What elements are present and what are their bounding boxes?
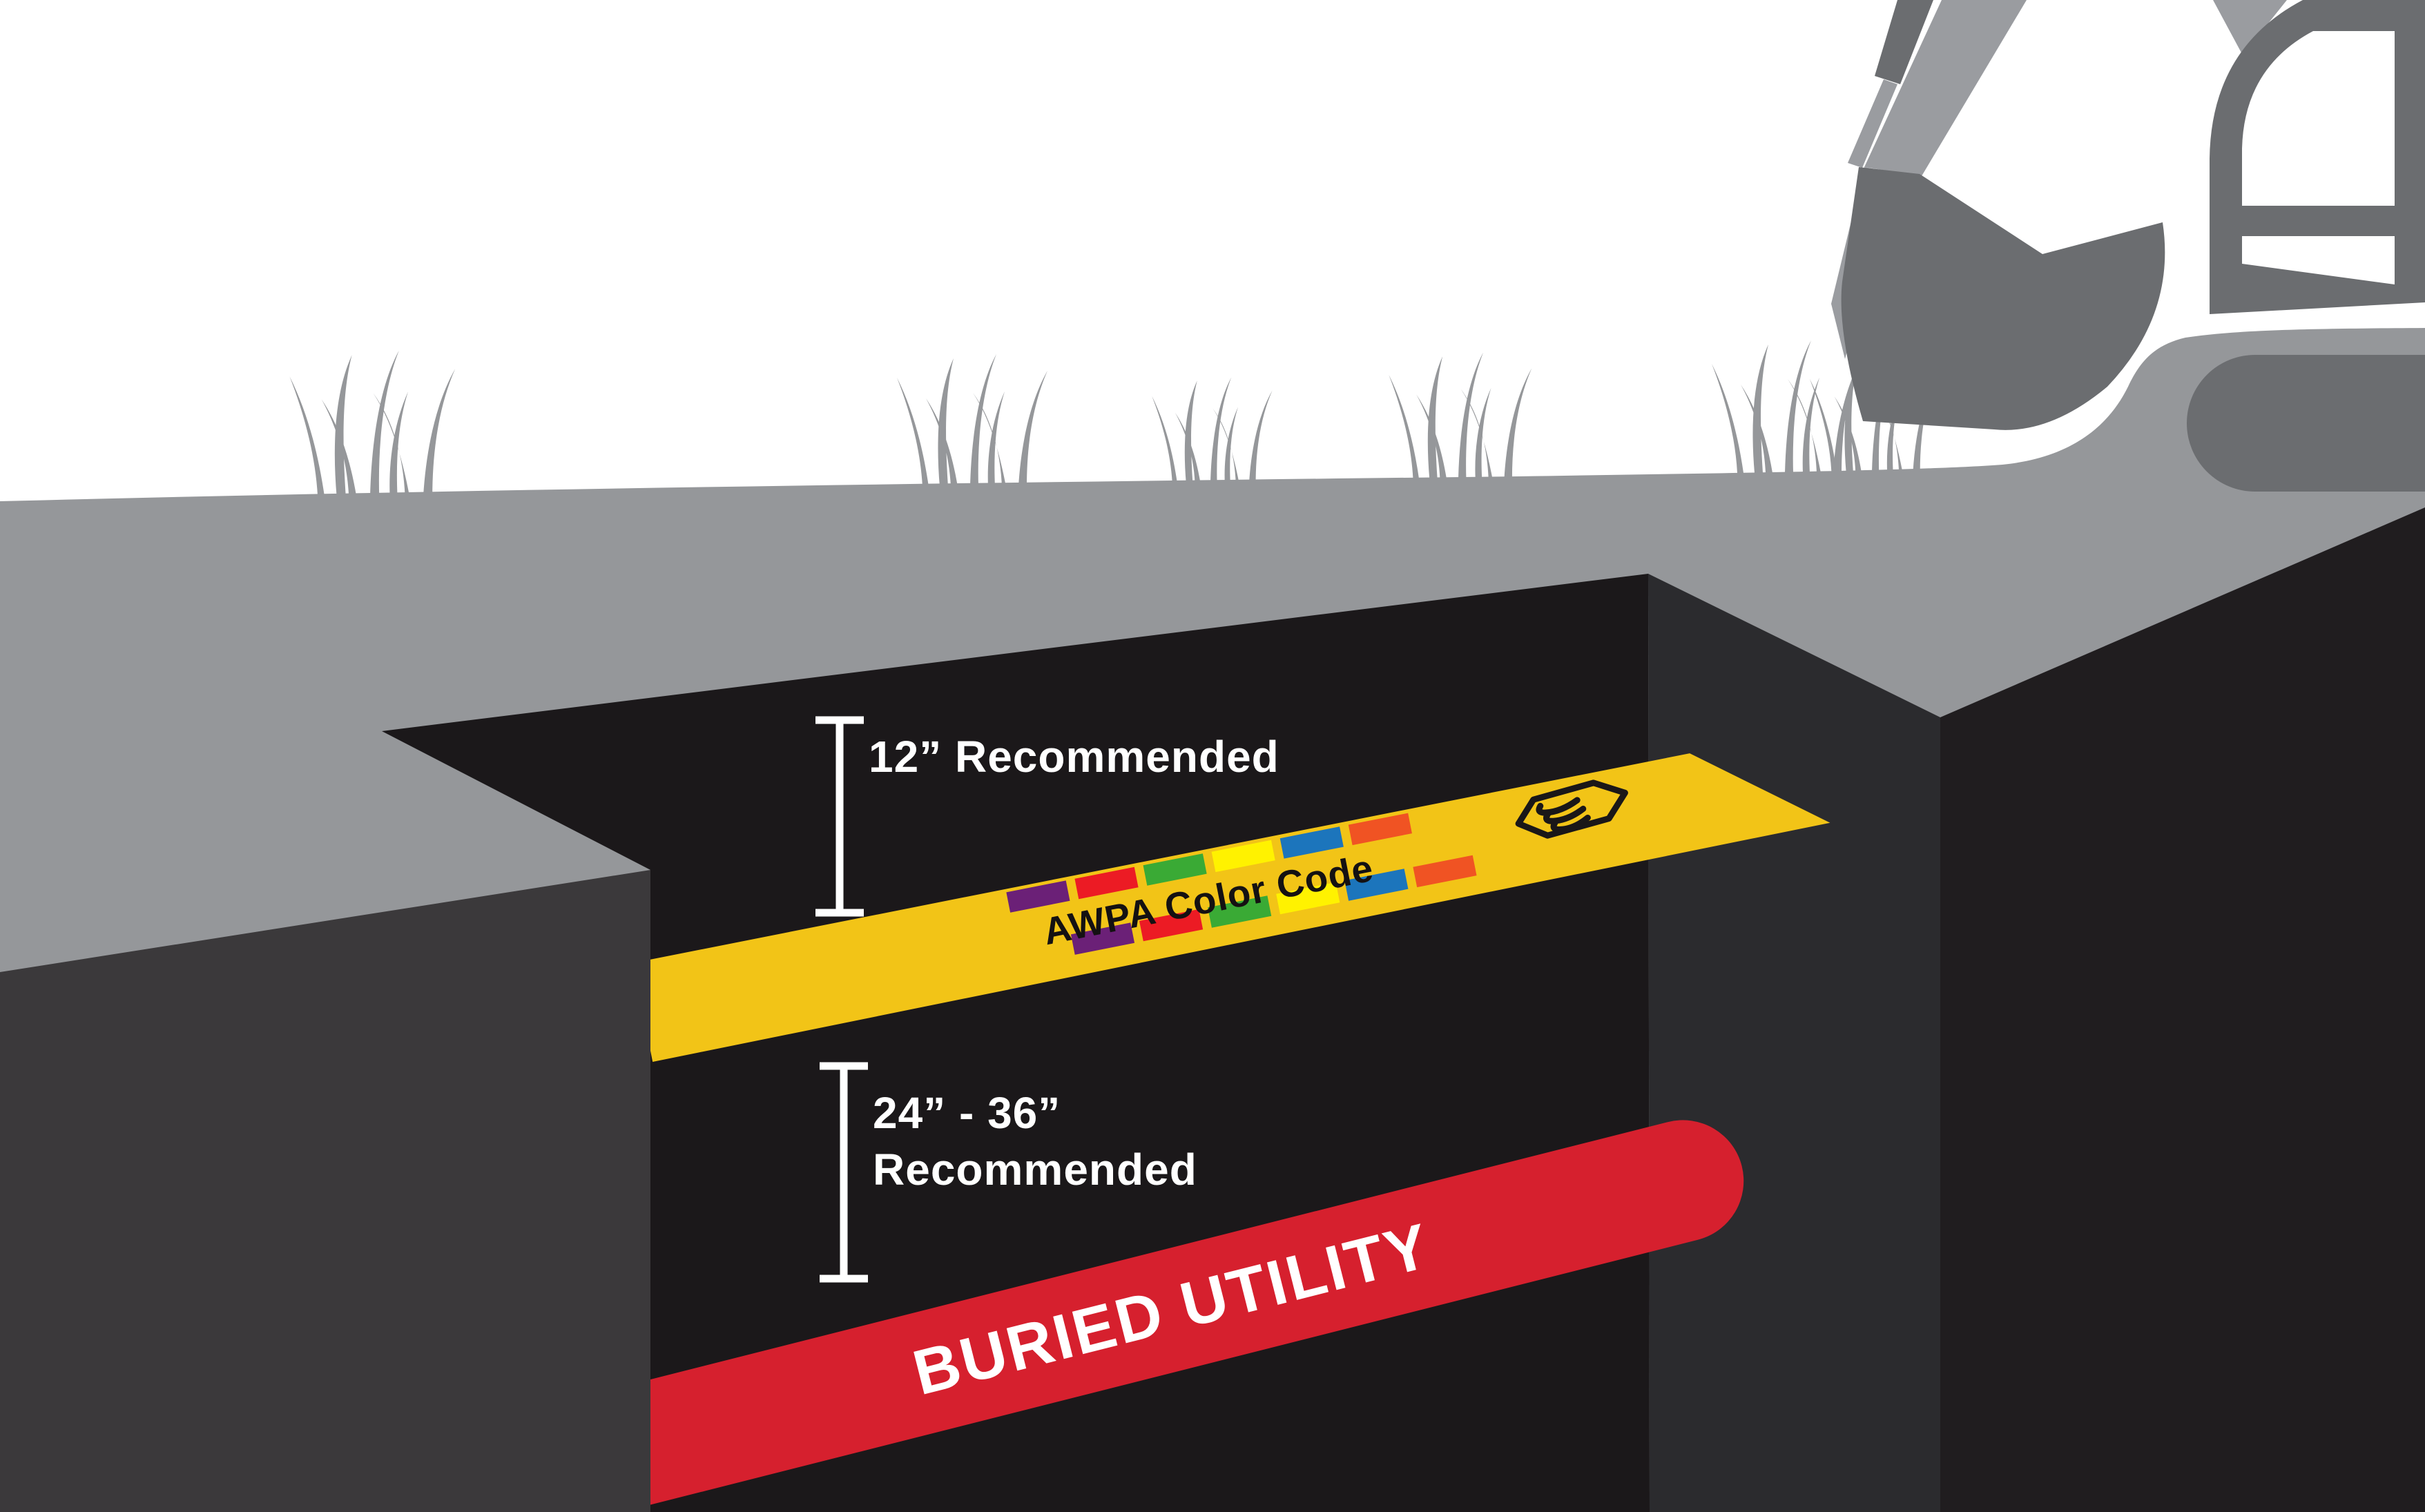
tape-color-chip [1348,813,1412,846]
hexagon-waves-icon [1515,779,1628,839]
depth-label-24-36in-line2: Recommended [873,1145,1197,1194]
pipe-body [481,1120,1744,1512]
excavator-cab-window-upper [2242,31,2395,206]
trench-right-wall [1648,574,1940,1512]
excavator-boom [1864,0,2027,176]
tape-color-chip [1074,866,1139,900]
tape-color-chip [1143,853,1207,886]
trench-front-wall [0,870,650,1512]
tape-color-chip [1211,840,1275,873]
tape-color-chip [1276,882,1340,915]
tape-color-chip [1006,880,1070,913]
excavator-cab-window-lower [2242,236,2395,284]
warning-tape: AWPA Color Code [632,753,1830,1063]
depth-label-24-36in-line1: 24” - 36” [873,1088,1061,1138]
tape-chips-row2 [1070,855,1477,955]
tape-color-chip [1070,922,1135,955]
tape-color-chip [1344,869,1409,901]
excavator-cylinder [1875,0,1933,84]
excavator-boom-mount [2213,0,2287,55]
depth-bracket-12in [815,716,864,917]
excavator [1831,0,2425,492]
excavator-bucket [1841,167,2165,430]
trench-far-right-wall [1940,507,2425,1512]
tape-color-chip [1279,826,1344,859]
excavator-cylinder-rod [1848,79,1897,168]
excavator-track [2187,355,2425,492]
tape-color-chip [1139,909,1204,942]
depth-label-12in: 12” Recommended [869,732,1279,782]
depth-bracket-24-36in [820,1062,868,1283]
tape-color-chip [1208,895,1272,928]
tape-color-chip [1413,855,1477,888]
tape-chips-row1 [1006,813,1412,913]
